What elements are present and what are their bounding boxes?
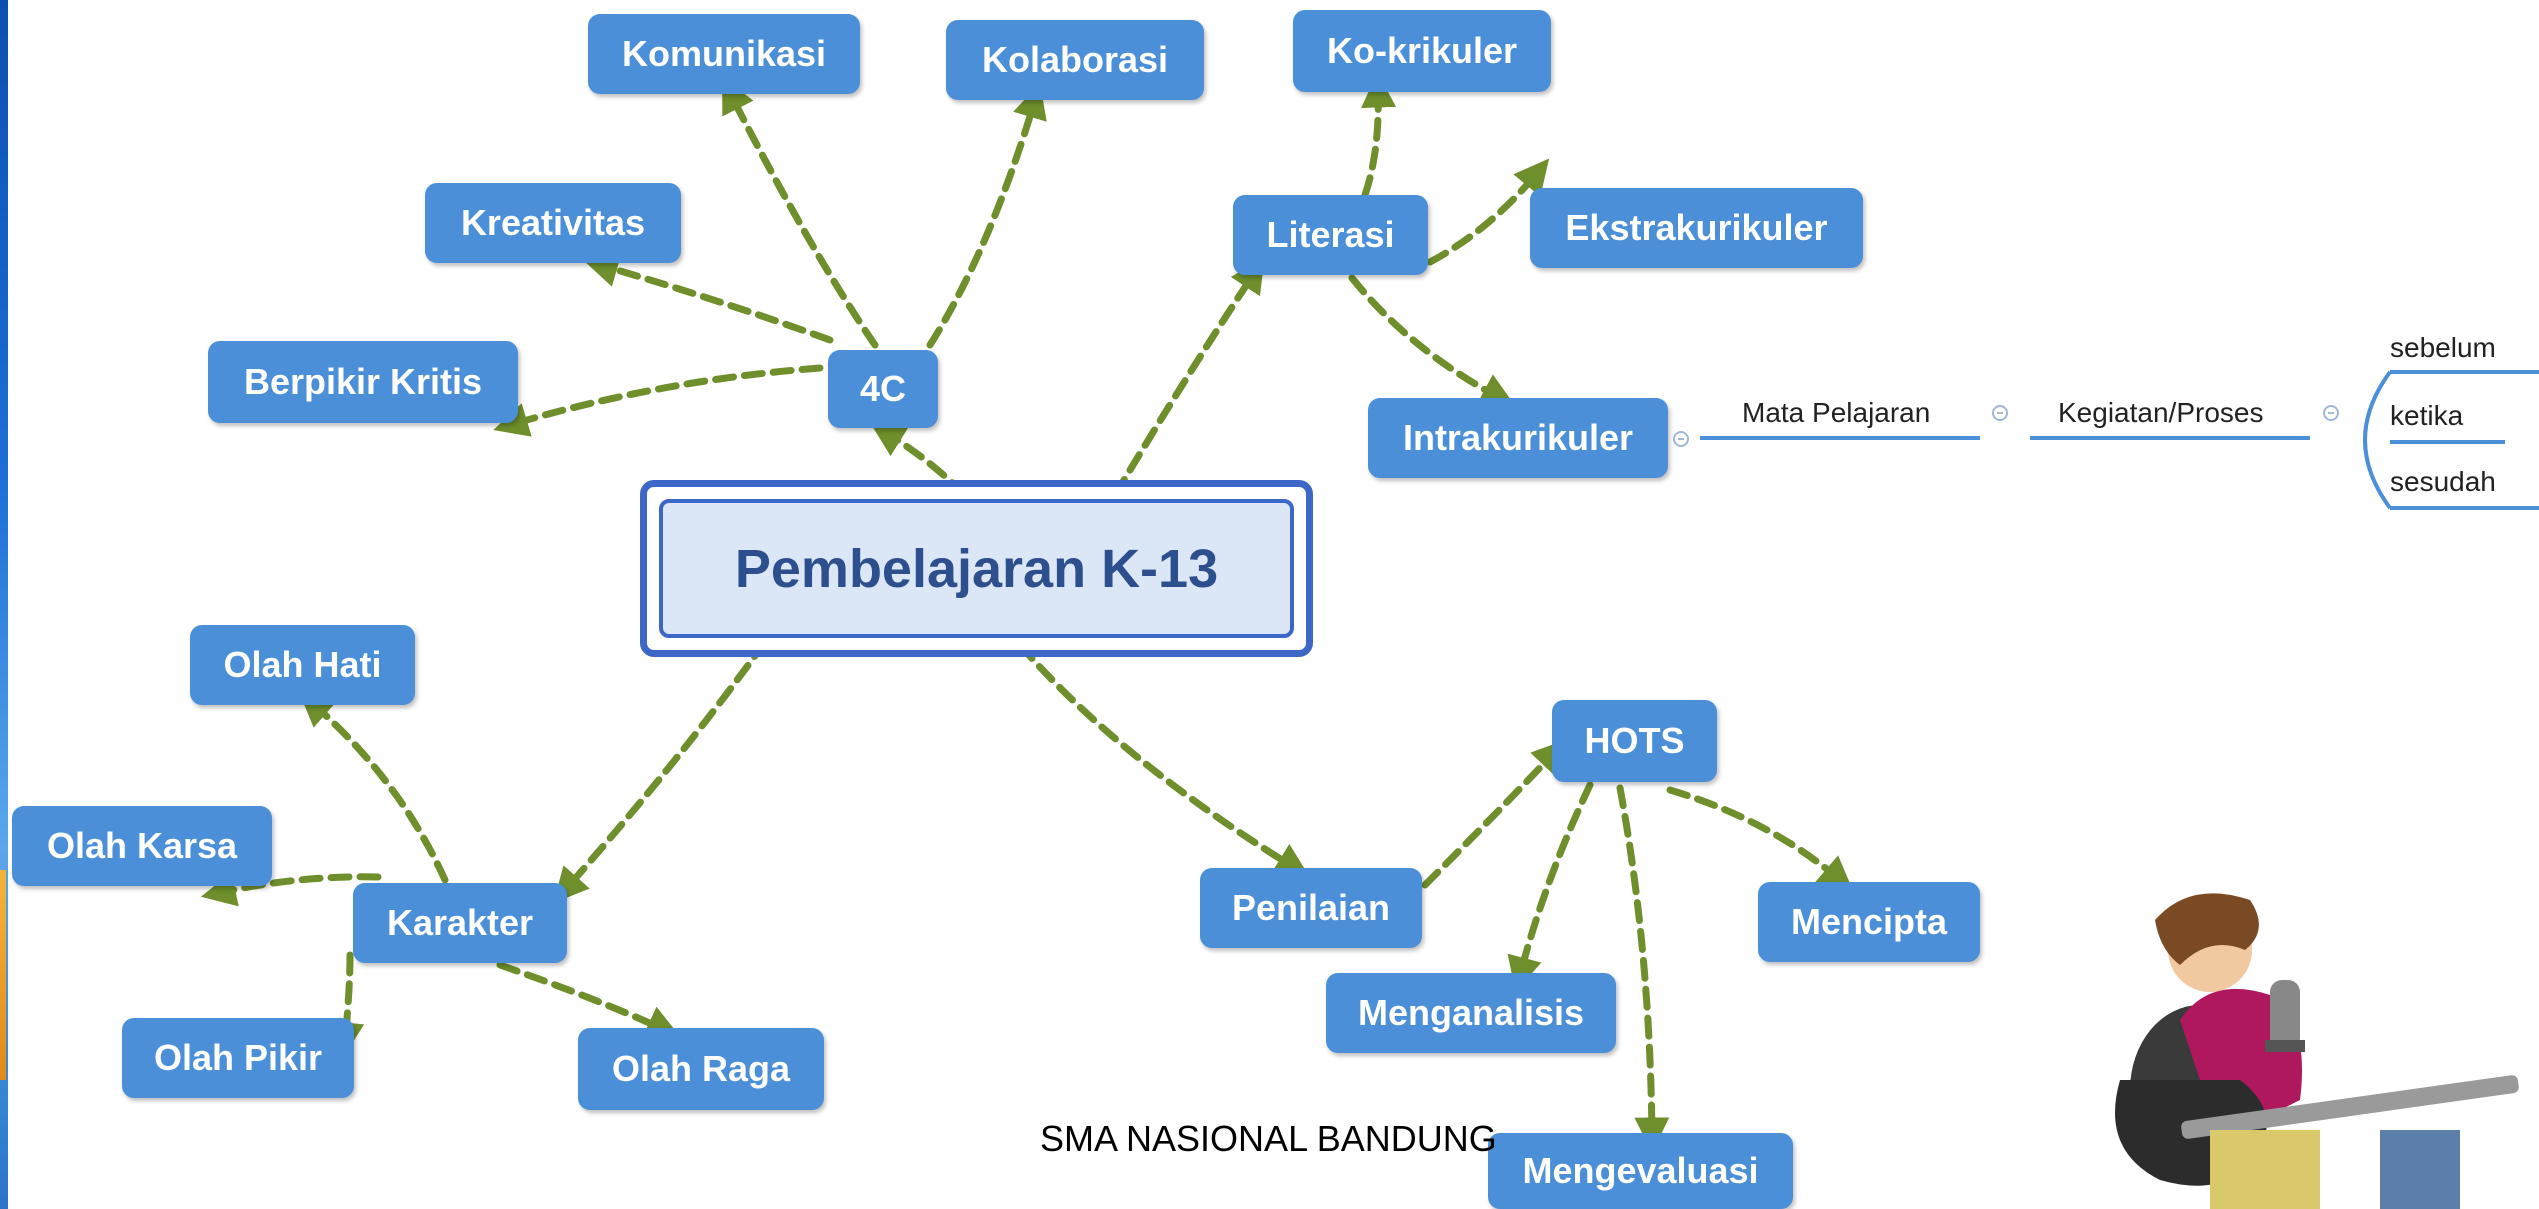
left-edge-band	[0, 0, 8, 1209]
node-kreativitas[interactable]: Kreativitas	[425, 183, 681, 263]
central-topic-box[interactable]: Pembelajaran K-13	[640, 480, 1313, 657]
connector-hots-mengevaluasi	[1616, 784, 1670, 1153]
connector-karakter-olahhati	[298, 691, 449, 884]
connector-4c-komunikasi	[722, 77, 879, 349]
node-mengevaluasi[interactable]: Mengevaluasi	[1488, 1133, 1793, 1209]
connector-center-literasi	[1111, 257, 1265, 499]
node-menganalisis[interactable]: Menganalisis	[1326, 973, 1616, 1053]
connector-literasi-intra	[1348, 274, 1516, 407]
node-olah-raga[interactable]: Olah Raga	[578, 1028, 824, 1110]
connector-center-penilaian	[1016, 641, 1310, 878]
tree-label-ketika[interactable]: ketika	[2390, 400, 2464, 431]
node-penilaian[interactable]: Penilaian	[1200, 868, 1422, 948]
guitarist-illustration	[2115, 893, 2519, 1209]
node-berpikir-kritis[interactable]: Berpikir Kritis	[208, 341, 518, 423]
tree-bracket	[2363, 370, 2392, 510]
tree-label-sesudah[interactable]: sesudah	[2390, 466, 2496, 497]
collapse-toggle-mata-pelajaran[interactable]	[1992, 405, 2008, 421]
node-literasi[interactable]: Literasi	[1233, 195, 1428, 275]
node-komunikasi[interactable]: Komunikasi	[588, 14, 860, 94]
tree-label-kegiatan-proses[interactable]: Kegiatan/Proses	[2058, 397, 2264, 428]
connector-literasi-kokrikuler	[1361, 72, 1397, 199]
left-edge-accent	[0, 870, 6, 1080]
tree-label-sebelum[interactable]: sebelum	[2390, 332, 2496, 363]
node-olah-pikir[interactable]: Olah Pikir	[122, 1018, 354, 1098]
node-olah-karsa[interactable]: Olah Karsa	[12, 806, 272, 886]
node-karakter[interactable]: Karakter	[353, 883, 567, 963]
connector-4c-kreativitas	[583, 253, 834, 344]
connector-4c-berpikir	[493, 364, 824, 437]
connector-hots-mencipta	[1666, 786, 1854, 892]
node-ekstrakurikuler[interactable]: Ekstrakurikuler	[1530, 188, 1863, 268]
connector-penilaian-hots	[1421, 739, 1568, 889]
connector-literasi-ekstra	[1426, 158, 1550, 266]
node-hots[interactable]: HOTS	[1552, 700, 1717, 782]
node-olah-hati[interactable]: Olah Hati	[190, 625, 415, 705]
connector-karakter-olahkarsa	[200, 872, 382, 907]
collapse-toggle-kegiatan[interactable]	[2323, 405, 2339, 421]
tree-label-mata-pelajaran[interactable]: Mata Pelajaran	[1742, 397, 1931, 428]
node-4c[interactable]: 4C	[828, 350, 938, 428]
node-ko-krikuler[interactable]: Ko-krikuler	[1293, 10, 1551, 92]
node-intrakurikuler[interactable]: Intrakurikuler	[1368, 398, 1668, 478]
footer-caption: SMA NASIONAL BANDUNG	[1040, 1118, 1497, 1159]
node-kolaborasi[interactable]: Kolaborasi	[946, 20, 1204, 100]
connector-hots-menganalisis	[1507, 781, 1594, 992]
connector-center-karakter	[553, 638, 769, 904]
central-topic-title: Pembelajaran K-13	[659, 499, 1294, 638]
connector-4c-kolaborasi	[926, 83, 1047, 349]
collapse-toggle-intrakurikuler[interactable]	[1673, 431, 1689, 447]
node-mencipta[interactable]: Mencipta	[1758, 882, 1980, 962]
connector-karakter-olahraga	[496, 961, 681, 1039]
